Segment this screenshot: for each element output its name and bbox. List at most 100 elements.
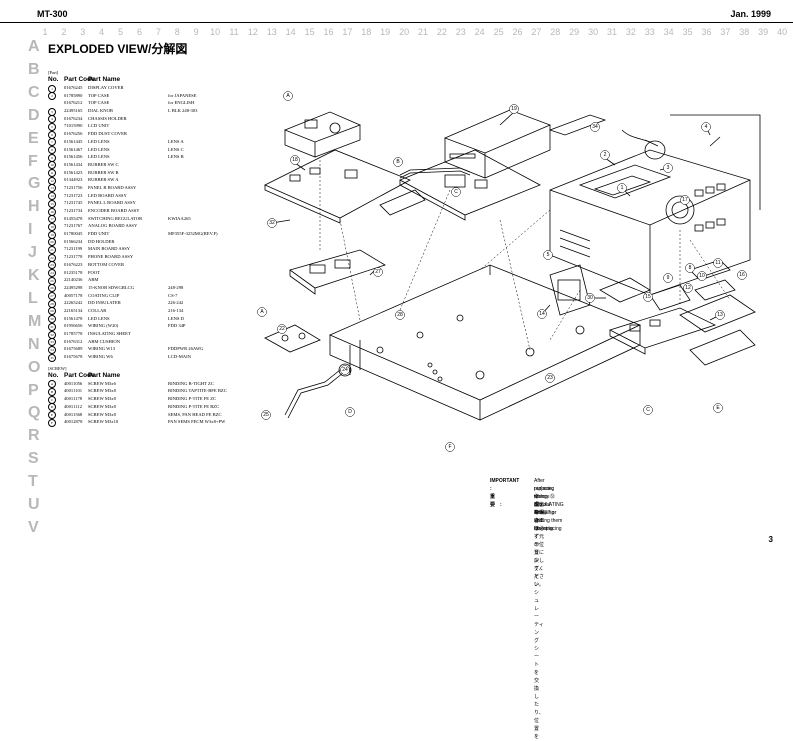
row-letter: V [28, 518, 39, 536]
part-name: WIRING W6 [88, 354, 113, 360]
row-letter: O [28, 358, 41, 376]
part-spec: BINDING P-TITE FE ZC [168, 396, 217, 402]
part-name: RUBBER SW C [88, 161, 119, 167]
part-code: 40011568 [64, 411, 83, 417]
callout-10: 10 [699, 273, 705, 279]
part-number: 14 [48, 192, 56, 201]
part-number: 13 [48, 184, 56, 193]
part-number: E [48, 411, 56, 419]
rubber-switch-drawing [689, 259, 736, 301]
column-number: 33 [644, 27, 655, 37]
part-number-badge: 17 [48, 215, 56, 224]
column-number: 40 [777, 27, 788, 37]
part-name: DD HOLDER [88, 238, 115, 244]
part-code: 01344923 [64, 177, 83, 183]
column-number: 24 [474, 27, 485, 37]
screw-bracket-drawing [399, 167, 471, 179]
part-name: DD INSULATER [88, 300, 121, 306]
part-number-badge: 25 [48, 276, 56, 285]
screw-section-tag: [SCREW] [48, 365, 67, 371]
part-name: DISPLAY COVER [88, 85, 124, 90]
part-code: 40011112 [64, 403, 82, 409]
part-code: 01561478 [64, 315, 83, 321]
part-number: 8 [48, 146, 56, 154]
part-code: 71231723 [64, 192, 83, 198]
callout-15: 15 [645, 294, 651, 300]
row-letter: G [28, 175, 41, 193]
part-number: 11 [48, 169, 56, 178]
main-board-drawing [399, 149, 541, 221]
part-name: LED LENS [88, 315, 110, 321]
part-name: SCREW M3x10 [88, 419, 119, 425]
row-letter: E [28, 129, 39, 147]
parts-header: No. Part Code Part Name [48, 76, 248, 84]
header-name: Part Name [88, 76, 121, 83]
part-number-badge: 21 [48, 245, 56, 254]
part-number-badge: 2 [48, 92, 56, 101]
assembly-lines [319, 160, 731, 351]
part-number-badge: 4 [48, 115, 56, 124]
part-spec: FDD 34P [168, 323, 186, 329]
panel-board-drawing [608, 307, 717, 355]
callout-f: F [448, 444, 451, 450]
part-number: 25 [48, 276, 56, 285]
callout-b: B [396, 159, 400, 165]
part-number-badge: 10 [48, 161, 56, 170]
column-number: 12 [247, 27, 258, 37]
part-code: 01561434 [64, 161, 83, 167]
part-code: 01676212 [64, 100, 83, 106]
row-letter: B [28, 60, 40, 78]
part-number-badge: 14 [48, 192, 56, 201]
screw-header: No. Part Code Part Name [48, 372, 248, 380]
callout-a: A [286, 93, 290, 99]
callout-13: 13 [717, 312, 723, 318]
screw-header-code: Part Code [64, 371, 95, 379]
callout-24: 24 [342, 367, 348, 373]
part-spec: FDDPWR 26AWG [168, 346, 204, 352]
column-number: 31 [606, 27, 617, 37]
part-code: 01561423 [64, 169, 83, 175]
header-no: No. [48, 76, 59, 83]
part-spec: BINDING P-TITE FE BZC [168, 403, 220, 409]
part-code: 40011056 [64, 380, 83, 386]
part-number: 12 [48, 176, 56, 185]
part-spec: KWIAA265 [168, 215, 191, 221]
part-spec: BINDING TAPTITE-BFE BZC [168, 388, 227, 394]
part-spec: BINDING B-TIGHT ZC [168, 380, 214, 386]
part-spec: 226-242 [168, 300, 184, 306]
part-number-badge: 32 [48, 330, 56, 339]
callout-19: 19 [511, 106, 517, 112]
part-name: DIAL KNOB [88, 108, 113, 114]
row-letter: H [28, 198, 40, 216]
callout-d: D [348, 409, 352, 415]
callout-25: 25 [263, 412, 269, 418]
panel-r-board-drawing [679, 294, 756, 366]
note-label-en: IMPORTANT : [490, 478, 520, 492]
column-number: 2 [61, 27, 67, 37]
part-number-badge: 31 [48, 322, 56, 331]
callout-1: 1 [621, 185, 624, 191]
part-spec: for JAPANESE [168, 92, 197, 98]
part-name: SWITCHING REGULATOR [88, 215, 143, 221]
column-number: 30 [588, 27, 599, 37]
column-number: 19 [380, 27, 391, 37]
